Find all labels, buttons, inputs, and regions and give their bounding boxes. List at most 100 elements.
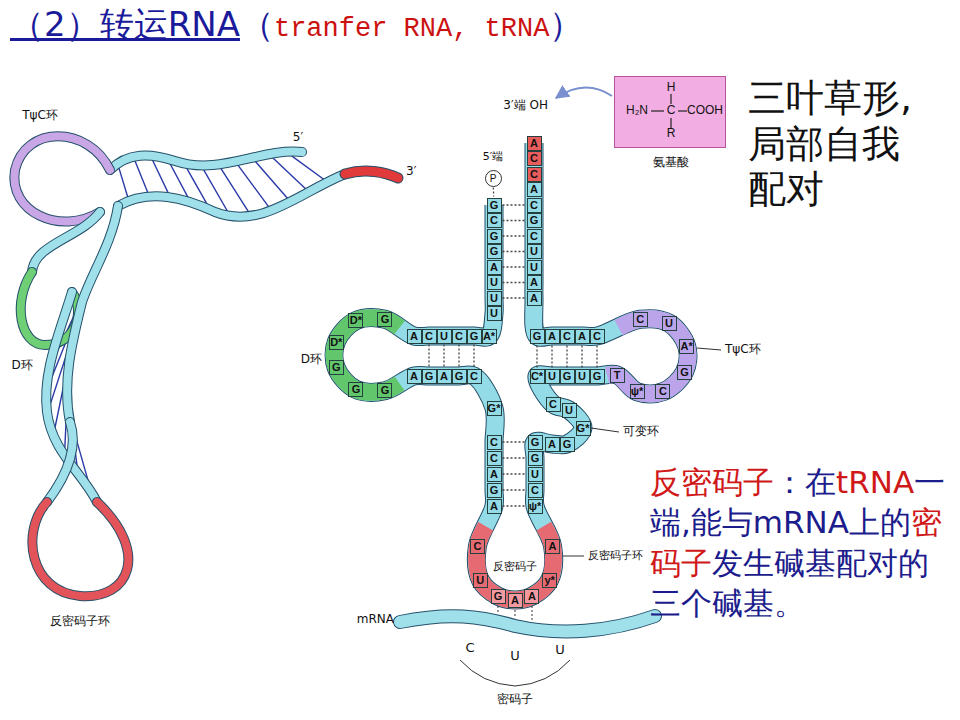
ribbon-outline [14, 136, 110, 221]
nucleotide-box: C [527, 151, 542, 166]
chemical-bond [651, 110, 664, 111]
nucleotide-box: G [348, 382, 363, 397]
nucleotide-box: G [528, 451, 543, 466]
nucleotide-box: G [677, 365, 692, 380]
base-letter: A [490, 261, 498, 274]
base-pair-line [596, 345, 597, 368]
nucleotide-box: G* [576, 421, 591, 436]
base-pair-line [503, 505, 527, 506]
part-label: 可变环 [623, 425, 659, 439]
base-letter: C* [531, 370, 543, 383]
nucleotide-box: U [527, 260, 542, 275]
base-letter: C [470, 370, 478, 383]
nucleotide-box: A [407, 329, 422, 344]
ribbon-outline [118, 174, 345, 217]
base-letter: U [490, 307, 498, 320]
drawing-stroke [460, 660, 570, 686]
base-letter: G [593, 370, 602, 383]
base-letter: U [490, 276, 498, 289]
rna-strand [400, 616, 655, 631]
title-part: （ [240, 4, 274, 44]
base-letter: G [381, 384, 390, 397]
nucleotide-box: G [491, 589, 506, 604]
nucleotide-box: C [528, 483, 543, 498]
base-pair-line [503, 251, 526, 252]
base-pair-line [566, 345, 567, 368]
ribbon-outline [400, 616, 655, 631]
base-pair-line [473, 345, 474, 368]
base-letter: ψ* [529, 500, 542, 513]
part-label: 反密码子 [493, 561, 537, 574]
drawing-stroke [514, 610, 515, 618]
nucleotide-box: C [527, 198, 542, 213]
base-letter: U [440, 330, 448, 343]
codon-base: U [555, 643, 565, 658]
nucleotide-box: y* [542, 573, 557, 588]
rna-strand [32, 502, 128, 596]
drawing-stroke [563, 556, 584, 557]
base-letter: G [680, 366, 689, 379]
nucleotide-box: G [487, 483, 502, 498]
end-label: 5′端 [483, 151, 504, 164]
base-letter: U [530, 245, 538, 258]
drawing-stroke [591, 428, 619, 432]
codon-base: C [465, 641, 474, 656]
nucleotide-box: C [560, 329, 575, 344]
nucleotide-box: A* [679, 339, 694, 354]
drawing-stroke [334, 143, 688, 600]
nucleotide-box: U [487, 291, 502, 306]
nucleotide-box: C [487, 451, 502, 466]
nucleotide-box: A [545, 329, 560, 344]
rna-strand [118, 174, 345, 217]
nucleotide-box: A [527, 291, 542, 306]
nucleotide-box: G [422, 369, 437, 384]
base-letter: C [425, 330, 433, 343]
nucleotide-box: G [487, 229, 502, 244]
base-letter: A [548, 330, 556, 343]
ribbon-outline [32, 502, 128, 596]
base-letter: G [494, 590, 503, 603]
ribbon-outline [46, 292, 97, 502]
base-letter: U [578, 370, 586, 383]
base-letter: A [530, 183, 538, 196]
nucleotide-box: A [407, 369, 422, 384]
base-pair-rung [133, 157, 149, 197]
note-text: tRNA [836, 464, 914, 500]
nucleotide-box: T [610, 368, 625, 383]
base-letter: D* [330, 336, 342, 349]
nucleotide-box: U [487, 275, 502, 290]
ribbon-outline [32, 212, 100, 272]
nucleotide-box: U [473, 573, 488, 588]
base-pair-rung [252, 158, 290, 202]
base-letter: A [530, 292, 538, 305]
nucleotide-box: U [562, 403, 577, 418]
base-letter: C [530, 168, 538, 181]
nucleotide-box: G [329, 360, 344, 375]
structure-atom: R [667, 127, 676, 140]
part-label: 反密码子环 [50, 615, 110, 629]
note-text: 反密码子 [650, 464, 774, 500]
base-letter: C [549, 398, 557, 411]
part-label: TψC环 [725, 343, 761, 357]
title-part: tranfer RNA, tRNA [274, 14, 549, 44]
drawing-stroke [531, 606, 532, 620]
base-pair-line [503, 441, 527, 442]
nucleotide-box: G [467, 329, 482, 344]
base-letter: G [490, 245, 499, 258]
nucleotide-box: A [487, 260, 502, 275]
nucleotide-box: G [590, 369, 605, 384]
nucleotide-box: G [527, 213, 542, 228]
base-letter: C [530, 230, 538, 243]
base-letter: G [381, 313, 390, 326]
base-letter: T [614, 369, 621, 382]
ribbon-outline [345, 171, 398, 178]
part-label: 反密码子环 [588, 550, 643, 563]
nucleotide-box: A [527, 275, 542, 290]
base-letter: ψ* [631, 385, 644, 398]
base-letter: C [593, 330, 601, 343]
base-letter: G [533, 330, 542, 343]
base-letter: U [531, 468, 539, 481]
base-letter: C [473, 540, 481, 553]
title-part: ） [549, 4, 583, 44]
part-label: mRNA [357, 613, 394, 627]
